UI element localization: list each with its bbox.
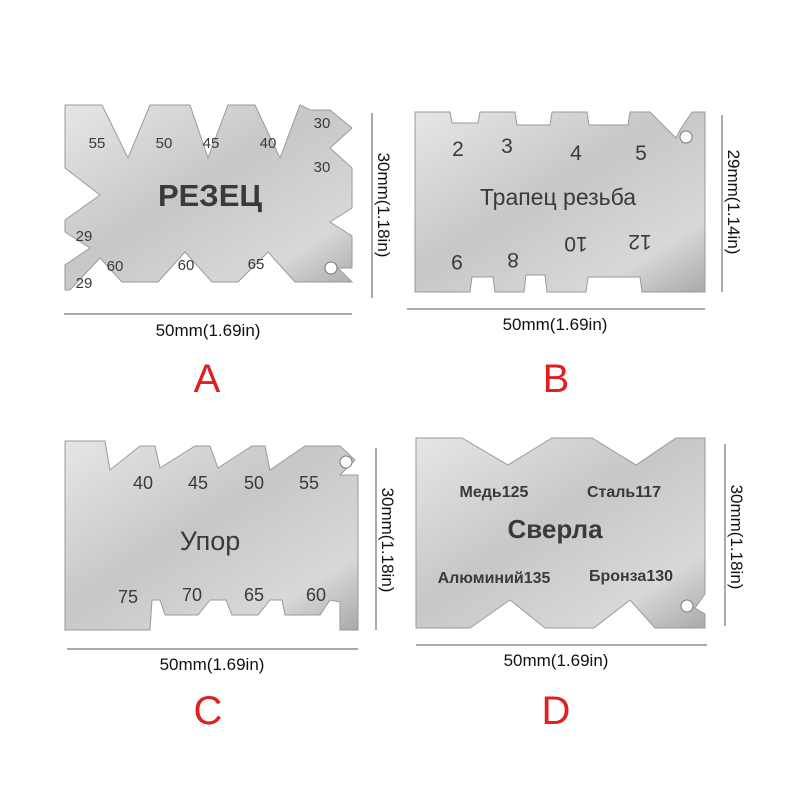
gauge-a: РЕЗЕЦ 55 50 45 40 30 30 29 60 60 65 29 5… xyxy=(64,104,393,401)
gauge-a-mark: 50 xyxy=(156,135,173,152)
gauge-a-width-label: 50mm(1.69in) xyxy=(156,321,261,340)
gauge-b-mark: 12 xyxy=(628,230,651,253)
gauge-a-mark: 30 xyxy=(314,115,331,132)
gauge-d-plate xyxy=(415,437,706,629)
gauge-c-mark: 70 xyxy=(182,585,202,605)
gauge-c-mark: 55 xyxy=(299,473,319,493)
gauge-c-plate xyxy=(64,440,359,631)
gauge-c-mark: 60 xyxy=(306,585,326,605)
gauge-a-plate xyxy=(64,104,354,291)
gauge-a-letter: A xyxy=(194,357,221,401)
gauge-c-title: Упор xyxy=(180,526,241,556)
gauge-d-title: Сверла xyxy=(507,514,603,544)
gauge-a-title: РЕЗЕЦ xyxy=(158,178,262,213)
gauge-c-mark: 75 xyxy=(118,587,138,607)
gauge-b-mark: 5 xyxy=(635,142,647,165)
gauge-d-mark: Бронза130 xyxy=(589,568,673,585)
gauge-a-mark: 60 xyxy=(178,257,195,274)
gauge-c-width-label: 50mm(1.69in) xyxy=(160,655,265,674)
gauge-c-mark: 65 xyxy=(244,585,264,605)
gauge-b-width-label: 50mm(1.69in) xyxy=(503,315,608,334)
gauge-a-hole xyxy=(324,261,338,275)
gauge-a-mark: 60 xyxy=(107,258,124,275)
gauge-b-letter: B xyxy=(543,357,570,401)
gauge-d-hole xyxy=(680,599,694,613)
gauge-b: Трапец резьба 2 3 4 5 9 8 10 12 50mm(1.6… xyxy=(407,111,743,401)
gauge-d-width-label: 50mm(1.69in) xyxy=(504,651,609,670)
gauge-b-plate xyxy=(414,111,706,293)
gauge-c-letter: C xyxy=(194,689,223,733)
gauge-d-letter: D xyxy=(542,689,571,733)
gauge-b-title: Трапец резьба xyxy=(480,184,636,210)
gauge-b-hole xyxy=(679,130,693,144)
gauge-b-mark: 9 xyxy=(451,250,463,273)
gauge-b-mark: 10 xyxy=(564,232,587,255)
gauge-b-mark: 4 xyxy=(570,142,582,165)
gauge-a-mark: 29 xyxy=(76,228,93,245)
gauge-c-mark: 40 xyxy=(133,473,153,493)
gauge-d-height-label: 30mm(1.18in) xyxy=(727,485,746,590)
gauge-b-height-label: 29mm(1.14in) xyxy=(724,150,743,255)
gauge-a-mark: 30 xyxy=(314,159,331,176)
gauge-a-mark: 65 xyxy=(248,256,265,273)
gauge-b-mark: 2 xyxy=(452,138,464,161)
gauge-b-mark: 3 xyxy=(501,135,513,158)
gauge-d-mark: Сталь117 xyxy=(587,484,661,501)
gauge-d-mark: Медь125 xyxy=(460,484,529,501)
gauge-a-mark: 45 xyxy=(203,135,220,152)
gauge-a-height-label: 30mm(1.18in) xyxy=(374,153,393,258)
gauge-c-hole xyxy=(339,455,353,469)
gauge-a-mark: 55 xyxy=(89,135,106,152)
gauge-d: Сверла Медь125 Сталь117 Алюминий135 Брон… xyxy=(415,437,746,733)
gauge-c: Упор 40 45 50 55 75 70 65 60 50mm(1.69in… xyxy=(64,440,397,733)
gauge-a-mark: 40 xyxy=(260,135,277,152)
gauge-a-mark: 29 xyxy=(76,275,93,292)
gauge-b-mark: 8 xyxy=(507,248,519,271)
gauge-c-mark: 50 xyxy=(244,473,264,493)
gauge-c-height-label: 30mm(1.18in) xyxy=(378,488,397,593)
gauge-d-mark: Алюминий135 xyxy=(438,570,551,587)
gauge-c-mark: 45 xyxy=(188,473,208,493)
